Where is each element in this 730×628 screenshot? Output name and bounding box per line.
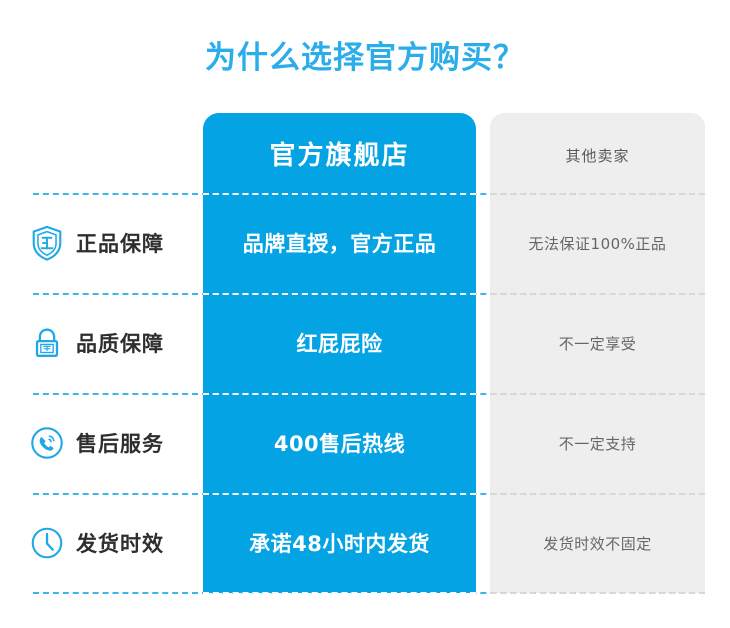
divider-segment-official xyxy=(203,592,476,594)
cell-official: 品牌直授，官方正品 xyxy=(242,232,437,256)
cell-other: 无法保证100%正品 xyxy=(528,234,667,253)
cell-official: 400售后热线 xyxy=(273,432,406,456)
divider-segment-other xyxy=(490,592,705,594)
header-official-store: 官方旗舰店 xyxy=(269,141,410,171)
row-label-text: 售后服务 xyxy=(76,432,164,456)
clock-icon xyxy=(28,524,66,562)
row-label-group: 发货时效 xyxy=(28,493,198,593)
page-title: 为什么选择官方购买？ xyxy=(205,40,525,76)
divider-row-4 xyxy=(33,592,705,594)
row-label-group: 正品保障 xyxy=(28,193,198,293)
header-other-sellers: 其他卖家 xyxy=(565,147,630,165)
phone-support-icon xyxy=(28,424,66,462)
lock-bao-icon xyxy=(28,324,66,362)
divider-segment-official xyxy=(203,293,476,295)
row-label-text: 发货时效 xyxy=(76,532,164,556)
row-label-text: 品质保障 xyxy=(76,332,164,356)
row-label-text: 正品保障 xyxy=(76,232,164,256)
cell-other: 不一定享受 xyxy=(558,334,637,353)
shield-zheng-icon xyxy=(28,224,66,262)
divider-segment-official xyxy=(203,493,476,495)
divider-segment-other xyxy=(490,393,705,395)
divider-row-3 xyxy=(33,493,705,495)
table-row: 品质保障 红屁屁险 不一定享受 xyxy=(0,293,730,393)
divider-segment-other xyxy=(490,193,705,195)
row-label-group: 售后服务 xyxy=(28,393,198,493)
divider-header xyxy=(33,193,705,195)
table-row: 售后服务 400售后热线 不一定支持 xyxy=(0,393,730,493)
table-row: 正品保障 品牌直授，官方正品 无法保证100%正品 xyxy=(0,193,730,293)
divider-row-1 xyxy=(33,293,705,295)
cell-official: 红屁屁险 xyxy=(296,332,383,356)
row-label-group: 品质保障 xyxy=(28,293,198,393)
divider-segment-other xyxy=(490,493,705,495)
divider-row-2 xyxy=(33,393,705,395)
cell-other: 不一定支持 xyxy=(558,434,637,453)
divider-segment-official xyxy=(203,193,476,195)
cell-official: 承诺48小时内发货 xyxy=(249,532,430,556)
table-row: 发货时效 承诺48小时内发货 发货时效不固定 xyxy=(0,493,730,593)
divider-segment-other xyxy=(490,293,705,295)
divider-segment-official xyxy=(203,393,476,395)
cell-other: 发货时效不固定 xyxy=(543,534,652,553)
